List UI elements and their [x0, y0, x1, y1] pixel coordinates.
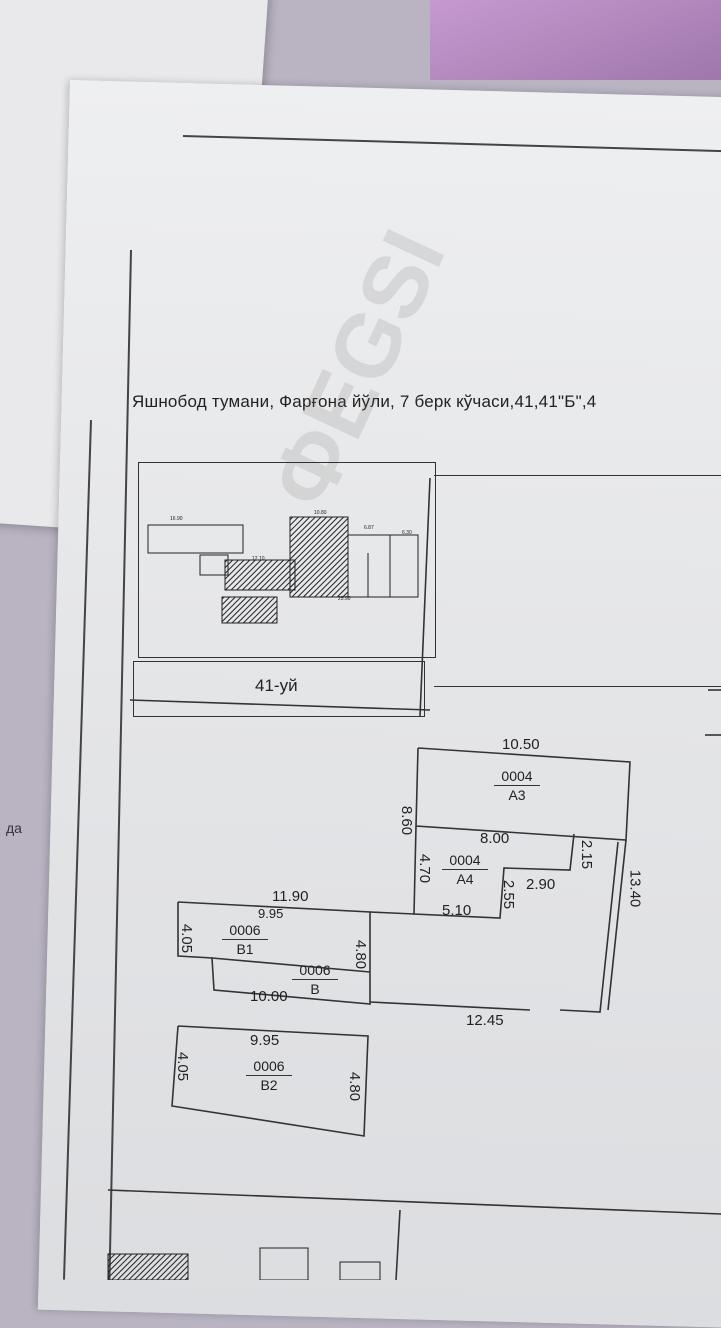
- dim-right-side: 13.40: [626, 869, 644, 908]
- dim-b1-top: 9.95: [258, 906, 284, 921]
- dim-a4-side: 4.70: [416, 853, 434, 884]
- street-label-box: [133, 661, 425, 717]
- mini-building-6: [347, 534, 419, 598]
- dim-b2-top: 9.95: [250, 1032, 280, 1049]
- dim-b2-left: 4.05: [174, 1051, 192, 1082]
- dim-a4-top: 8.00: [480, 830, 510, 847]
- dim-b-top: 11.90: [272, 888, 309, 905]
- fabric-background: [430, 0, 721, 80]
- mini-building-5: [221, 596, 278, 624]
- mini-label-5: 6.87: [364, 525, 374, 531]
- street-label: 41-уй: [255, 676, 298, 695]
- address-heading: Яшнобод тумани, Фарғона йўли, 7 берк кўч…: [132, 392, 597, 411]
- neighbor-plot-frame: [434, 475, 721, 687]
- dim-a3-top: 10.50: [502, 736, 540, 753]
- dim-step-side: 2.55: [500, 879, 518, 910]
- mini-site-plan: [147, 516, 419, 624]
- dim-b1-side: 4.05: [178, 923, 196, 954]
- floor-plan: [107, 477, 721, 1280]
- dim-step: 2.90: [526, 876, 556, 893]
- dim-bottom-long: 12.45: [466, 1012, 504, 1029]
- dim-b-bottom: 10.00: [250, 988, 288, 1005]
- mini-label-6: 12.10: [252, 556, 265, 562]
- dim-b2-right: 4.80: [346, 1071, 364, 1102]
- side-fragment-text: да: [6, 820, 22, 836]
- dim-notch: 2.15: [578, 839, 596, 870]
- mini-building-4: [224, 559, 296, 591]
- mini-label-3: 25.90: [338, 596, 351, 602]
- mini-label-4: 6.30: [402, 530, 412, 536]
- bottom-mini-plan: [107, 1247, 381, 1280]
- mini-label-2: 10.80: [314, 510, 327, 516]
- mini-label-1: 16.90: [170, 516, 183, 522]
- site-plan-frame: [138, 462, 436, 658]
- dim-a3-side: 8.60: [398, 805, 416, 836]
- room-b2-outline: [171, 1025, 369, 1137]
- room-a4-outline: [413, 825, 575, 919]
- mini-building-1: [147, 524, 244, 554]
- dim-b-side: 4.80: [352, 939, 370, 970]
- dim-a4-bottom: 5.10: [442, 902, 472, 919]
